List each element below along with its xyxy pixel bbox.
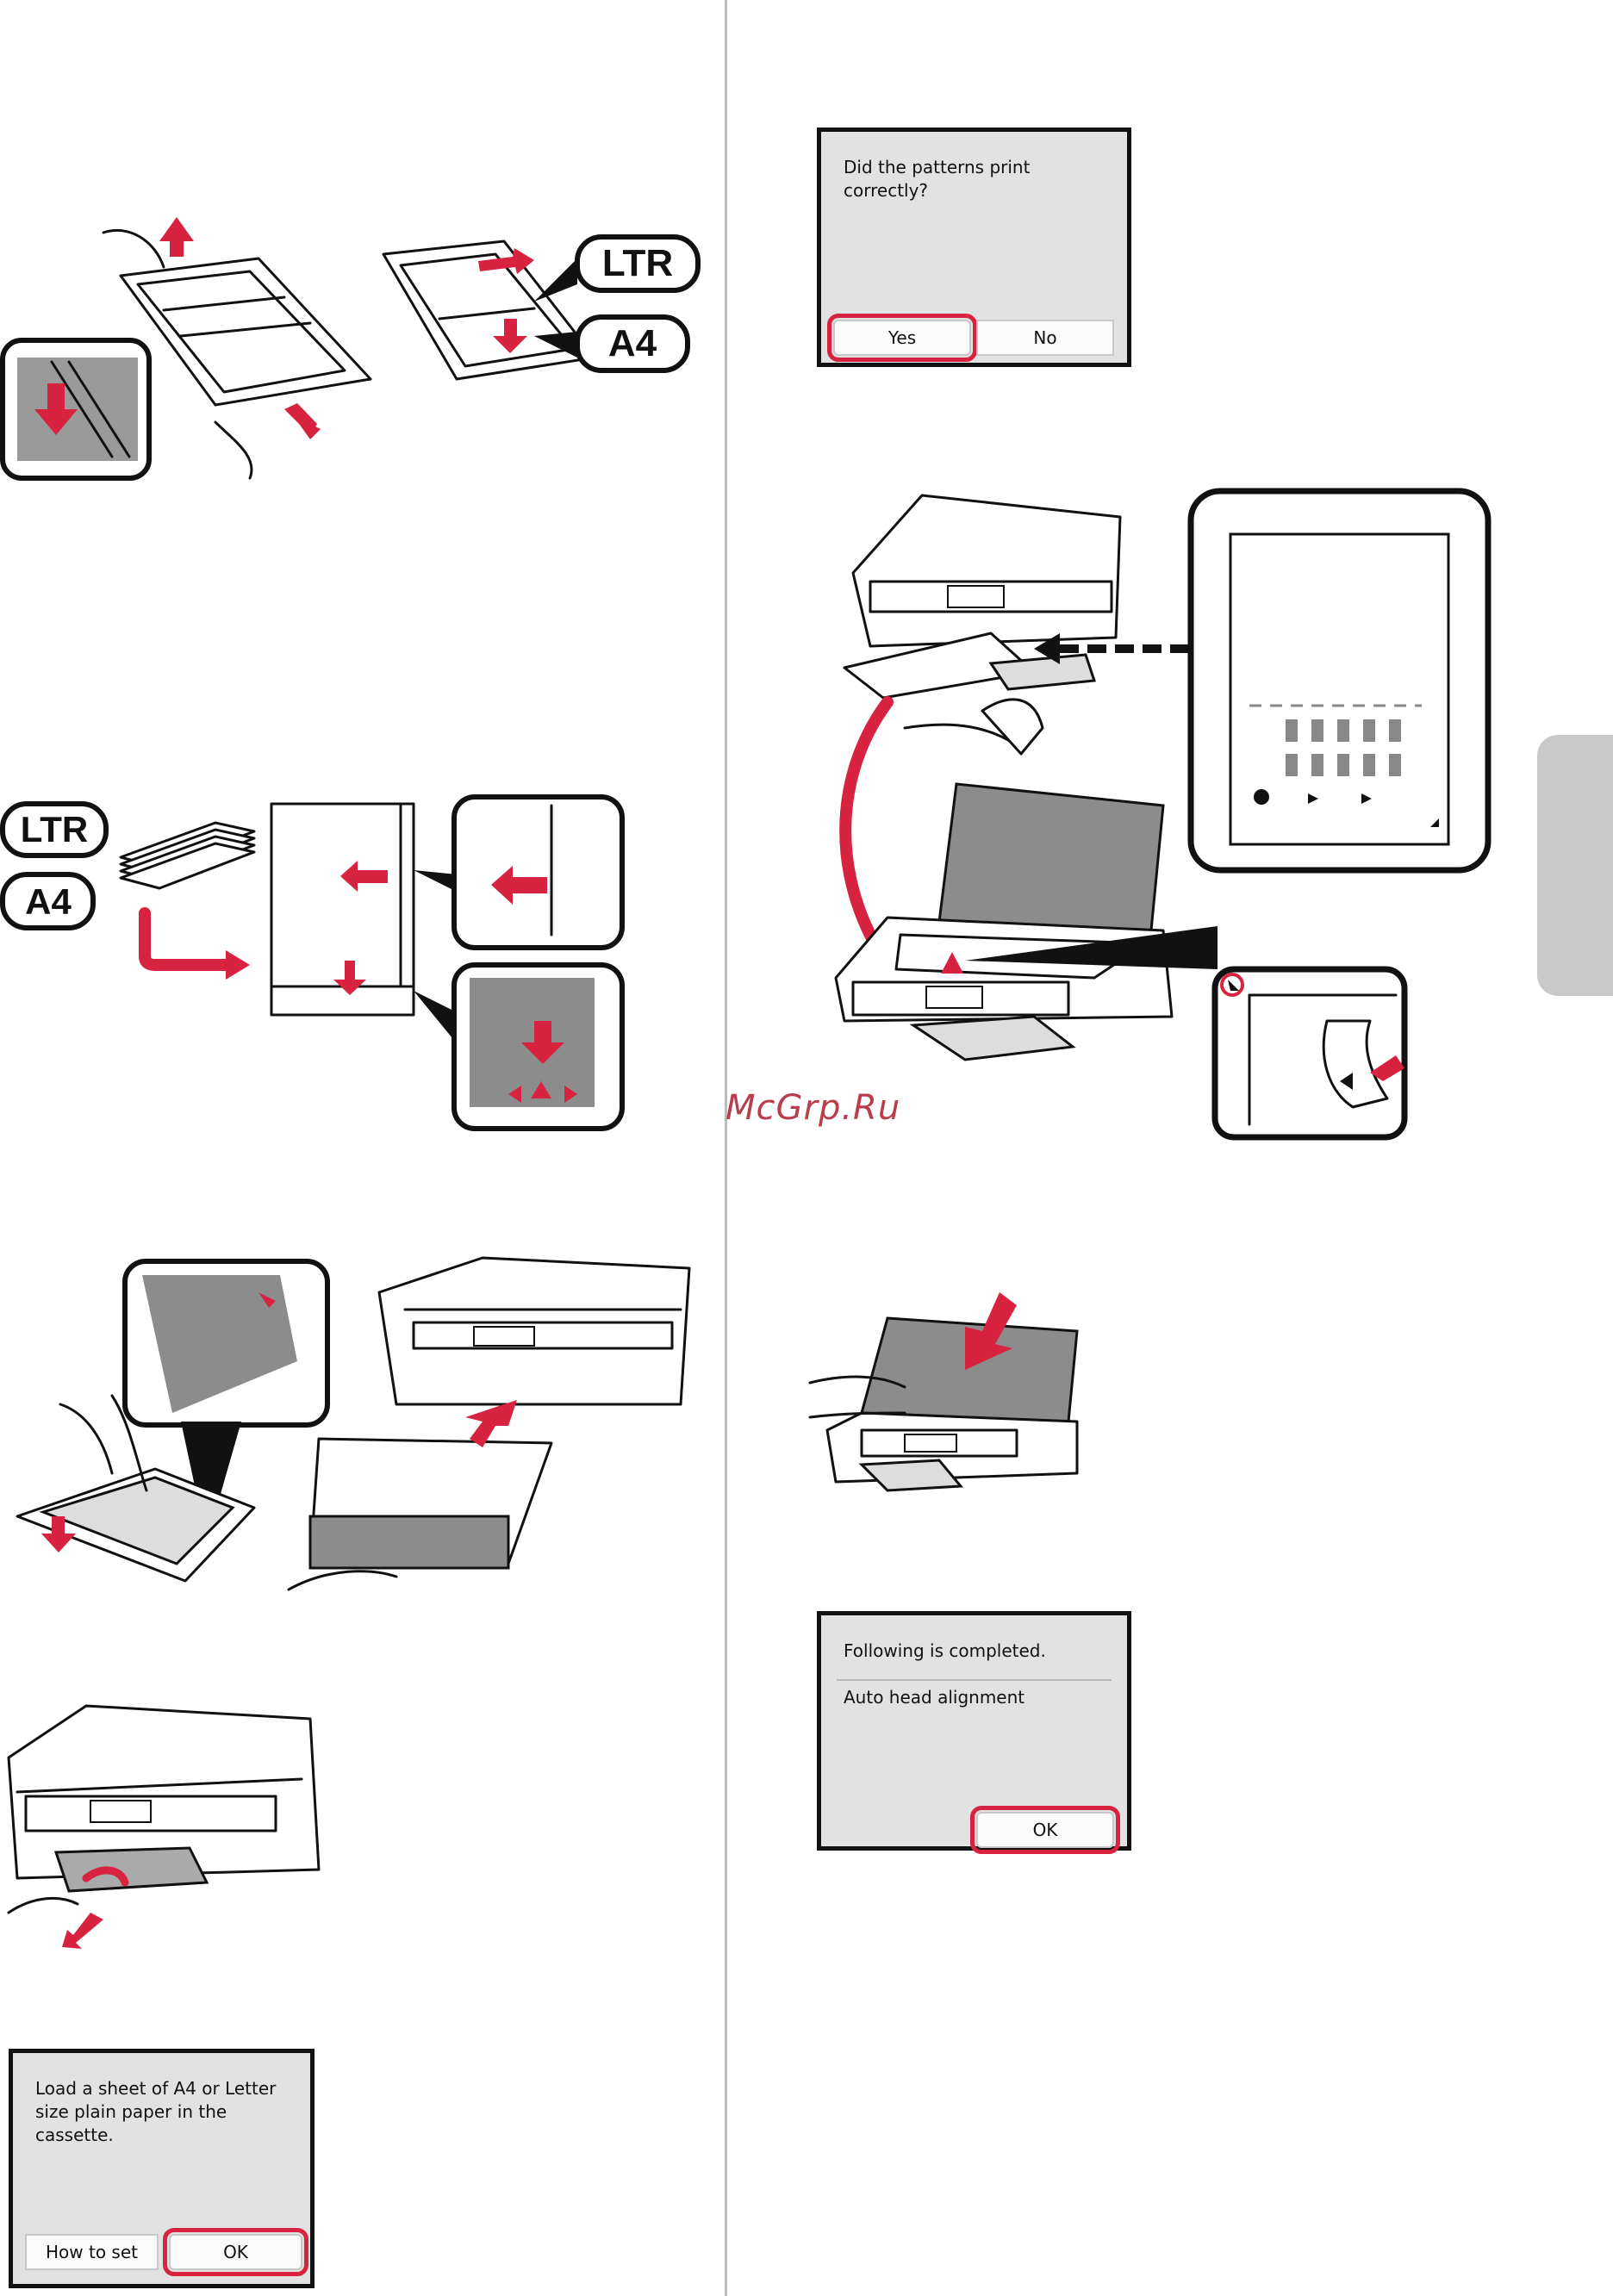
insert-cassette-illustration	[0, 1258, 707, 1620]
curved-arrow-icon	[145, 913, 228, 965]
section-side-tab	[1537, 735, 1613, 996]
printer-drawing	[379, 1258, 689, 1404]
close-cover-illustration	[810, 1292, 1094, 1499]
arrow-up-icon	[159, 217, 194, 257]
column-divider	[725, 0, 727, 2296]
arrow-down-icon	[62, 1913, 103, 1949]
inset-top-frame	[454, 797, 622, 948]
cassette-insert-drawing	[289, 1439, 551, 1590]
ok-button[interactable]: OK	[976, 1812, 1114, 1848]
separator	[837, 1679, 1112, 1681]
cassette-front-view	[271, 804, 414, 1015]
paper-stack-icon	[121, 823, 254, 888]
ltr-callout: LTR	[3, 804, 106, 856]
cassette-guides-illustration: LTR A4	[0, 207, 707, 491]
completed-line-2: Auto head alignment	[844, 1686, 1024, 1709]
svg-text:A4: A4	[25, 881, 72, 922]
cassette-guides-set-drawing	[383, 241, 595, 379]
lcd-load-paper-screen: Load a sheet of A4 or Letter size plain …	[9, 2049, 315, 2288]
lcd-patterns-screen: Did the patterns print correctly? Yes No	[817, 128, 1131, 367]
output-tray-illustration	[0, 1697, 345, 1982]
ltr-callout: LTR	[534, 237, 698, 302]
inset-paper-corner	[125, 1261, 327, 1425]
svg-text:A4: A4	[608, 322, 657, 364]
completed-line-1: Following is completed.	[844, 1640, 1046, 1663]
svg-text:LTR: LTR	[602, 242, 673, 284]
inset-bottom-frame	[454, 965, 622, 1129]
how-to-set-button[interactable]: How to set	[25, 2234, 159, 2270]
arrow-up-icon	[465, 1400, 517, 1447]
platen-corner-inset	[1215, 969, 1404, 1137]
platen-alignment-illustration	[836, 487, 1491, 1159]
yes-button[interactable]: Yes	[833, 320, 971, 356]
ok-button[interactable]: OK	[169, 2234, 302, 2270]
printer-open-lid-drawing	[836, 784, 1172, 1060]
no-button[interactable]: No	[976, 320, 1114, 356]
svg-text:LTR: LTR	[21, 809, 89, 849]
screen-message: Did the patterns print correctly?	[844, 156, 1119, 202]
printer-drawing	[9, 1706, 319, 1891]
a4-callout: A4	[3, 874, 93, 928]
pattern-sheet-inset	[1191, 491, 1488, 870]
paper-loading-illustration: LTR A4	[0, 788, 707, 1133]
lcd-completed-screen: Following is completed. Auto head alignm…	[817, 1611, 1131, 1851]
screen-message: Load a sheet of A4 or Letter size plain …	[35, 2077, 294, 2147]
printer-top-drawing	[844, 495, 1120, 698]
